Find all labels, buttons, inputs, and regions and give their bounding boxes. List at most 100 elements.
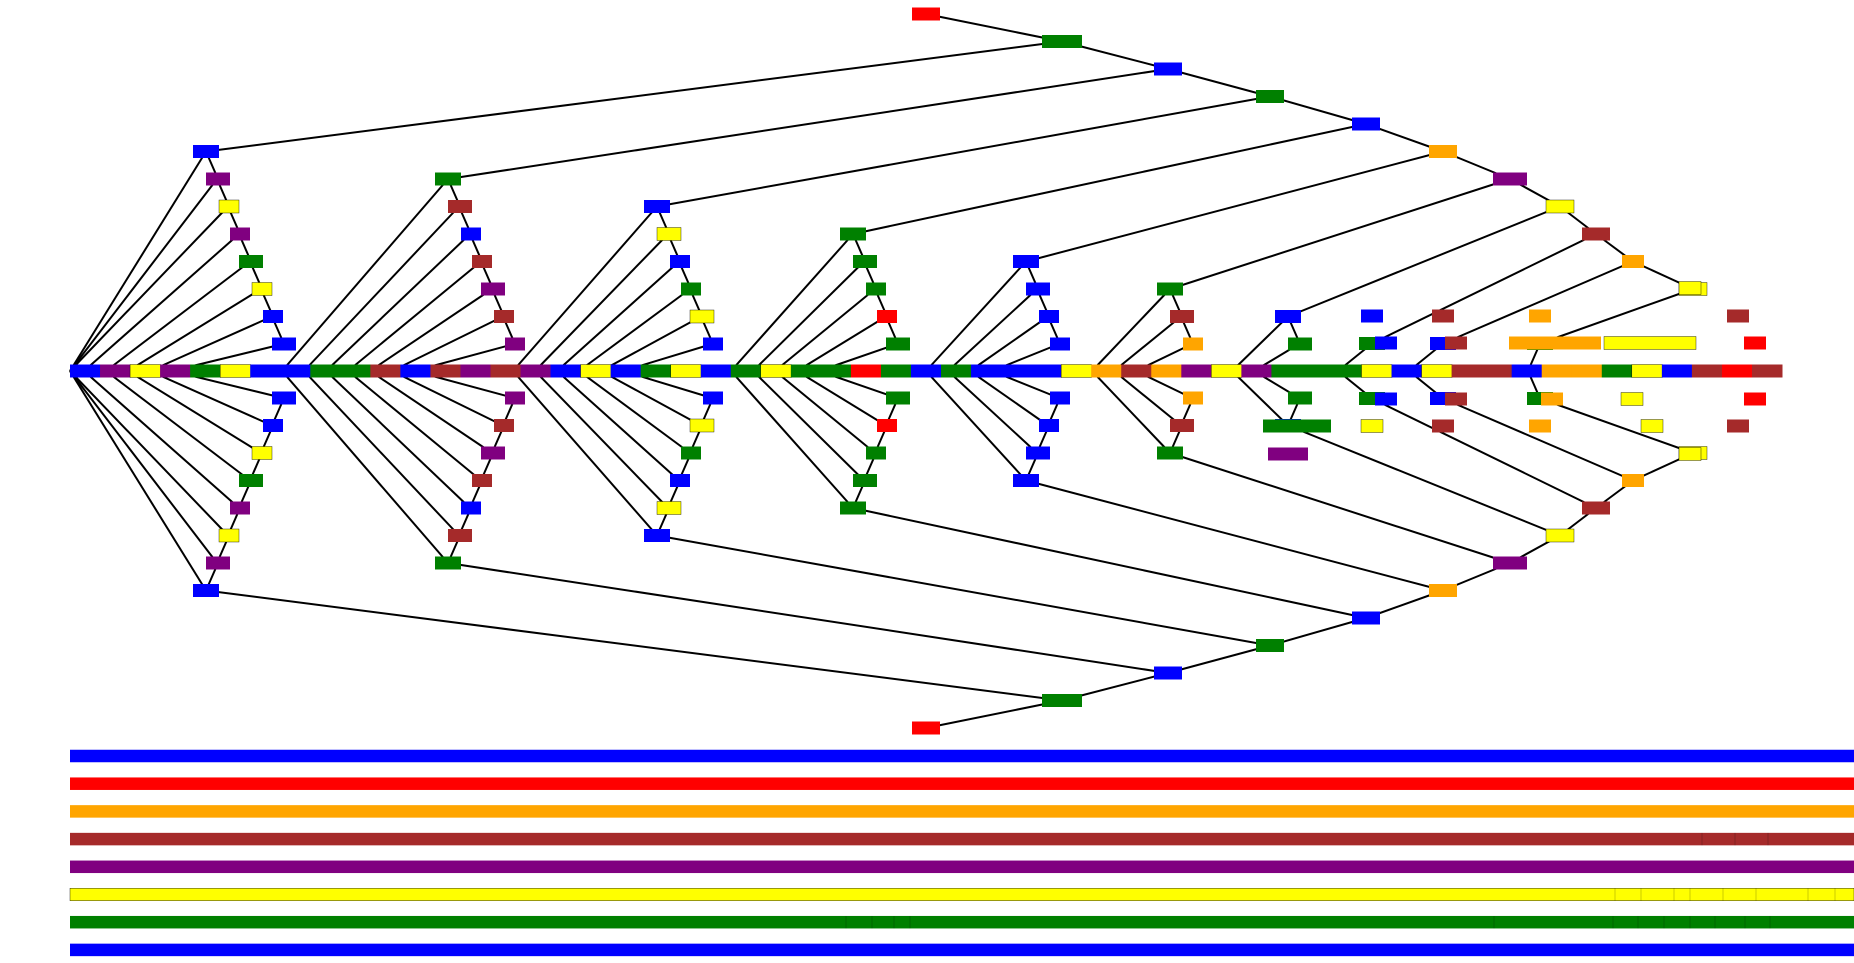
branch-edge xyxy=(1169,178,1511,290)
subtree-root-bottom xyxy=(1157,446,1183,460)
subtree-node-bottom xyxy=(1050,391,1070,405)
middle-row-cell xyxy=(760,364,792,378)
subtree-root-top xyxy=(1157,282,1183,296)
subtree-node-top xyxy=(1170,310,1194,323)
chain-node-top xyxy=(1582,227,1610,241)
subtree-node-bottom xyxy=(218,528,240,543)
chain-edge xyxy=(1167,644,1271,674)
fan-edge xyxy=(105,260,251,372)
middle-row-cell xyxy=(550,364,582,378)
middle-row-cell xyxy=(219,364,251,378)
chain-node-top xyxy=(912,7,940,21)
branch-edge xyxy=(205,589,1063,702)
chain-node-bottom xyxy=(1352,611,1380,625)
subtree-root-top xyxy=(1013,255,1039,268)
subtree-node-bottom xyxy=(853,474,877,487)
fan-edge xyxy=(752,370,865,482)
subtree-node-bottom xyxy=(472,474,492,487)
subtree-node-top xyxy=(263,310,283,323)
subtree-node-bottom xyxy=(866,446,886,460)
middle-row-cell xyxy=(129,364,161,378)
middle-row-cell xyxy=(941,364,972,378)
branch-edge xyxy=(1025,150,1444,263)
cluster-node xyxy=(1541,392,1563,406)
subtree-node-top xyxy=(239,255,263,268)
middle-row-cell xyxy=(1541,364,1573,378)
fan-edge xyxy=(925,260,1027,372)
chain-node-bottom xyxy=(1582,501,1610,515)
middle-row-cell xyxy=(100,364,131,378)
subtree-node-bottom xyxy=(494,419,514,432)
middle-row-cell xyxy=(490,364,522,378)
cluster-node xyxy=(1432,309,1454,323)
fan-edge xyxy=(556,260,680,372)
cluster-node xyxy=(1360,419,1384,433)
branch-edge xyxy=(1539,397,1694,454)
fan-edge xyxy=(969,370,1049,427)
fan-edge xyxy=(774,288,876,372)
middle-row-cell xyxy=(1001,364,1032,378)
chain-node-top xyxy=(1429,145,1457,158)
branch-edge xyxy=(447,562,1169,674)
color-bar-purple xyxy=(70,860,1854,874)
branch-edge xyxy=(1025,479,1444,592)
fan-edge xyxy=(149,315,273,372)
fan-edge xyxy=(303,370,460,537)
subtree-node-top xyxy=(656,227,682,241)
middle-row-cell xyxy=(400,364,431,378)
subtree-node-bottom xyxy=(1183,391,1203,405)
subtree-node-bottom xyxy=(670,474,690,487)
middle-row-cell xyxy=(1631,364,1663,378)
cluster-node xyxy=(1375,336,1397,350)
middle-row-cell xyxy=(790,364,822,378)
fan-edge xyxy=(69,370,229,537)
fan-edge xyxy=(1091,370,1171,454)
middle-row-cell xyxy=(430,364,461,378)
branch-edge xyxy=(1539,288,1694,345)
fan-edge xyxy=(69,205,229,372)
branch-edge xyxy=(447,68,1169,180)
subtree-root-top xyxy=(435,172,461,186)
fan-edge xyxy=(69,178,218,372)
subtree-root-bottom xyxy=(840,501,866,515)
subtree-root-top xyxy=(1275,310,1301,323)
middle-row-cell xyxy=(340,364,371,378)
middle-row-cell xyxy=(1211,364,1243,378)
fan-edge xyxy=(1231,315,1289,372)
subtree-node-top xyxy=(1039,310,1059,323)
fan-edge xyxy=(1113,370,1182,427)
middle-row-cell xyxy=(1691,364,1723,378)
chain-node-bottom xyxy=(1256,639,1284,652)
chain-node-top xyxy=(1154,62,1182,76)
fan-edge xyxy=(947,288,1038,372)
middle-row-cell xyxy=(460,364,491,378)
middle-row-cell xyxy=(70,364,101,378)
fan-edge xyxy=(83,233,240,372)
chain-node-bottom xyxy=(1154,666,1182,680)
subtree-node-bottom xyxy=(886,391,910,405)
fan-edge xyxy=(347,260,482,372)
subtree-node-top xyxy=(218,199,240,214)
middle-row-cell xyxy=(1121,364,1152,378)
subtree-node-bottom xyxy=(272,391,296,405)
chain-edge xyxy=(925,699,1063,729)
wide-cell xyxy=(1263,419,1331,433)
middle-row-cell xyxy=(640,364,672,378)
subtree-node-top xyxy=(494,310,514,323)
cluster-node xyxy=(1445,336,1467,350)
fan-edge xyxy=(512,205,658,372)
subtree-node-bottom xyxy=(461,501,481,515)
cluster-node xyxy=(1529,309,1551,323)
chain-node-top xyxy=(1352,117,1380,131)
cluster-node xyxy=(1432,419,1454,433)
chain-edge xyxy=(925,13,1063,43)
subtree-node-top xyxy=(251,282,273,296)
branch-edge xyxy=(852,123,1367,235)
subtree-node-top xyxy=(448,200,472,213)
chain-node-top xyxy=(1545,199,1575,214)
subtree-node-top xyxy=(877,310,897,323)
middle-row-cell xyxy=(971,364,1002,378)
middle-row-cell xyxy=(730,364,762,378)
middle-row-cell xyxy=(1241,364,1272,378)
